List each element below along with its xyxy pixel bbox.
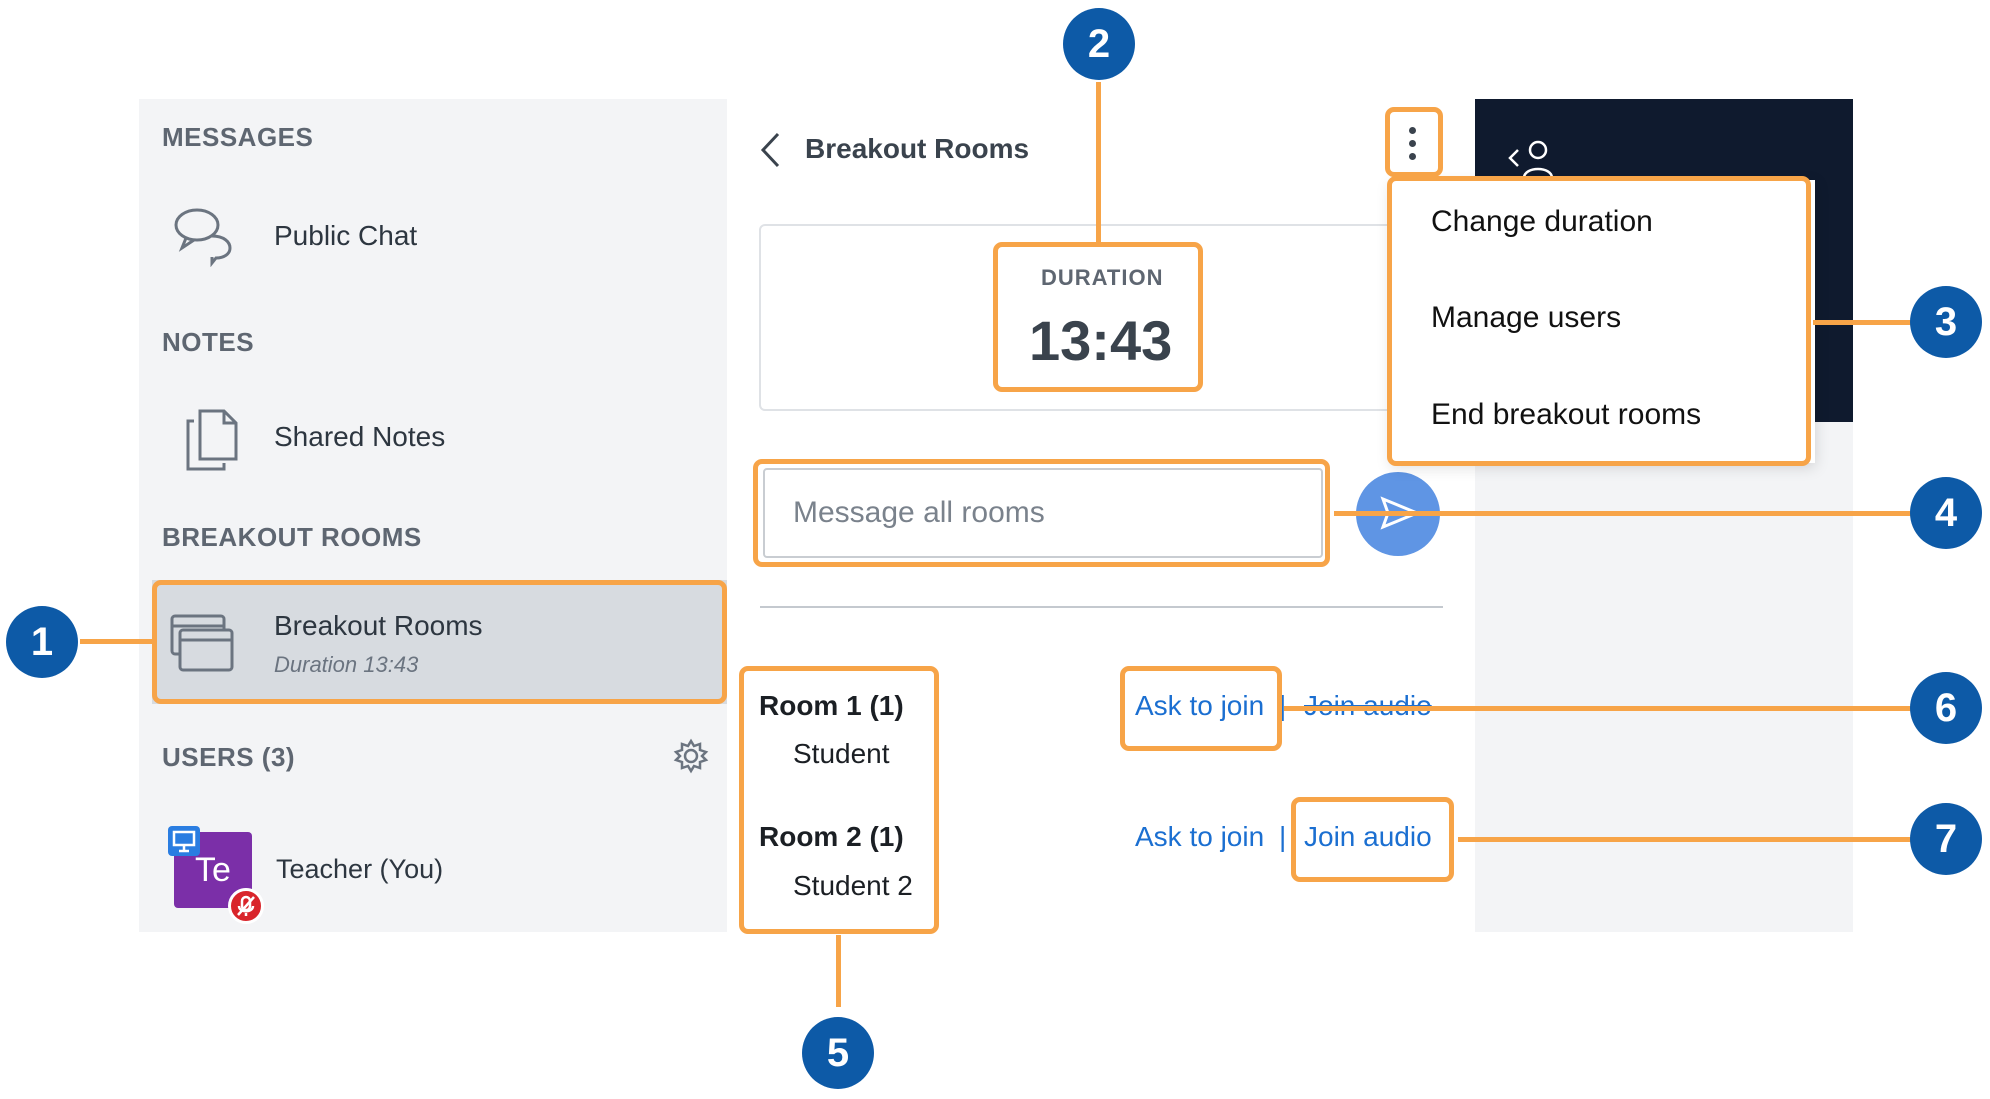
callout-badge-4: 4 xyxy=(1910,477,1982,549)
presenter-icon xyxy=(168,826,200,856)
sidebar xyxy=(139,99,727,932)
chevron-left-icon[interactable] xyxy=(758,130,782,175)
shared-notes-label: Shared Notes xyxy=(274,421,446,452)
callout-line-5 xyxy=(836,935,841,1007)
callout-badge-7: 7 xyxy=(1910,803,1982,875)
public-chat-label: Public Chat xyxy=(274,220,418,251)
highlight-3b xyxy=(1387,176,1811,466)
callout-line-1 xyxy=(80,639,155,644)
breakout-duration-label: Duration 13:43 xyxy=(274,652,419,677)
message-all-rooms-input[interactable] xyxy=(763,468,1323,558)
callout-badge-6: 6 xyxy=(1910,672,1982,744)
public-chat-item[interactable]: Public Chat xyxy=(162,195,702,285)
room-1-title: Room 1 (1) xyxy=(759,690,904,721)
highlight-4 xyxy=(753,459,1330,567)
callout-badge-3: 3 xyxy=(1910,286,1982,358)
room-1-student: Student xyxy=(793,738,890,769)
windows-icon xyxy=(170,614,234,677)
duration-label: DURATION xyxy=(1041,265,1164,290)
kebab-dot xyxy=(1408,126,1416,134)
highlight-5 xyxy=(739,666,939,934)
gear-icon[interactable] xyxy=(673,738,709,779)
kebab-dot xyxy=(1408,139,1416,147)
highlight-3a xyxy=(1385,107,1443,177)
callout-badge-5: 5 xyxy=(802,1017,874,1089)
callout-badge-2: 2 xyxy=(1063,8,1135,80)
callout-line-3 xyxy=(1813,320,1913,325)
room-1-ask-to-join-link[interactable]: Ask to join xyxy=(1135,690,1265,721)
menu-item-manage-users[interactable]: Manage users xyxy=(1431,301,1622,334)
room-2-ask-to-join-link[interactable]: Ask to join xyxy=(1135,821,1265,852)
chat-bubbles-icon xyxy=(172,203,236,272)
callout-badge-1: 1 xyxy=(6,606,78,678)
duration-timer: 13:43 xyxy=(1029,309,1173,372)
breakout-section-title: BREAKOUT ROOMS xyxy=(162,522,422,552)
room-1-join-audio-link[interactable]: Join audio xyxy=(1304,690,1432,722)
callout-line-4 xyxy=(1334,511,1914,516)
options-menu xyxy=(1391,180,1815,463)
shared-notes-item[interactable]: Shared Notes xyxy=(162,395,702,485)
messages-section-title: MESSAGES xyxy=(162,122,314,152)
menu-item-change-duration[interactable]: Change duration xyxy=(1431,205,1653,238)
menu-item-end-breakout-rooms[interactable]: End breakout rooms xyxy=(1431,398,1702,431)
room-2-join-audio-link[interactable]: Join audio xyxy=(1304,821,1432,852)
highlight-7 xyxy=(1291,797,1454,882)
divider xyxy=(760,606,1443,608)
user-toggle-icon[interactable] xyxy=(1506,140,1562,185)
highlight-2 xyxy=(993,242,1203,392)
user-name: Teacher (You) xyxy=(276,854,444,884)
muted-mic-icon xyxy=(228,888,264,924)
callout-line-7 xyxy=(1458,837,1914,842)
more-options-button[interactable] xyxy=(1389,113,1435,173)
room-1-separator: | xyxy=(1279,690,1287,721)
room-2-title: Room 2 (1) xyxy=(759,821,904,852)
room-2-student: Student 2 xyxy=(793,870,913,901)
callout-line-6 xyxy=(1284,706,1914,711)
breakout-rooms-label: Breakout Rooms xyxy=(274,610,483,641)
highlight-1 xyxy=(152,580,727,704)
duration-card xyxy=(759,224,1399,411)
callout-line-2 xyxy=(1096,82,1101,244)
user-list-item[interactable]: Te Teacher (You) xyxy=(162,820,702,924)
document-icon xyxy=(184,407,240,478)
room-2-separator: | xyxy=(1279,821,1287,852)
notes-section-title: NOTES xyxy=(162,327,255,357)
users-section-title: USERS (3) xyxy=(162,742,296,772)
kebab-dot xyxy=(1408,152,1416,160)
highlight-6 xyxy=(1120,666,1282,751)
send-icon xyxy=(1376,495,1421,533)
panel-title: Breakout Rooms xyxy=(805,133,1030,164)
breakout-rooms-item[interactable]: Breakout Rooms Duration 13:43 xyxy=(152,580,727,704)
